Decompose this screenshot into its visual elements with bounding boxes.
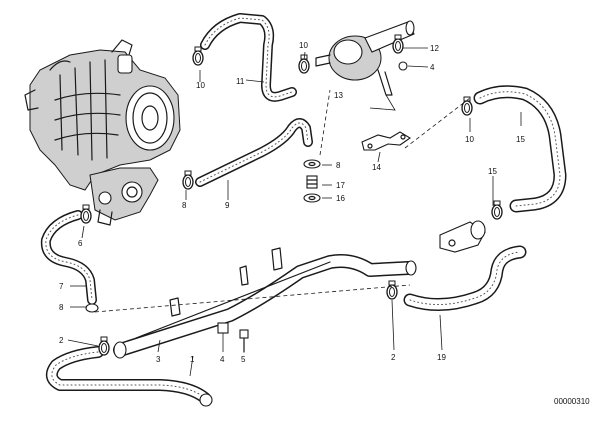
hose-9: [182, 118, 313, 190]
hose-7: [40, 204, 99, 313]
callout-13: 13: [334, 91, 343, 100]
reference-code: 00000310: [554, 397, 590, 406]
callout-17: 17: [336, 181, 345, 190]
callout-1: 1: [190, 355, 195, 364]
callout-8: 8: [182, 201, 187, 210]
callout-3: 3: [156, 355, 161, 364]
hose-clamp: [386, 280, 398, 300]
callout-labels: 10 11 10 13 12 4 10 15 14 8 17 16 8 9 15…: [59, 41, 525, 364]
pipe-3: [113, 247, 417, 359]
callout-8: 8: [336, 161, 341, 170]
hose-15-upper: [461, 85, 567, 220]
hose-clamp: [182, 170, 194, 190]
hose-11: [192, 13, 297, 102]
hose-clamp: [192, 46, 204, 66]
hose-clamp: [80, 204, 92, 224]
callout-19: 19: [437, 353, 446, 362]
callout-11: 11: [236, 77, 245, 86]
callout-16: 16: [336, 194, 345, 203]
callout-7: 7: [59, 282, 64, 291]
hose-clamp: [392, 34, 404, 54]
hose-clamp: [491, 200, 503, 220]
bracket-14: [361, 131, 412, 151]
callout-4: 4: [430, 63, 435, 72]
callout-5: 5: [241, 355, 246, 364]
dashed-guides: [94, 89, 471, 313]
callout-4: 4: [220, 355, 225, 364]
callout-14: 14: [372, 163, 381, 172]
fitting-right: [439, 220, 486, 253]
hose-clamp: [461, 96, 473, 116]
callout-leaders: [67, 47, 522, 377]
hose-1: [45, 336, 213, 407]
callout-2: 2: [59, 336, 64, 345]
callout-10: 10: [299, 41, 308, 50]
valve-13: [298, 20, 415, 111]
callout-10: 10: [465, 135, 474, 144]
callout-10: 10: [196, 81, 205, 90]
callout-12: 12: [430, 44, 439, 53]
callout-8: 8: [59, 303, 64, 312]
throttle-body-assembly: [24, 39, 181, 226]
bolts-4-5: [217, 322, 249, 353]
callout-6: 6: [78, 239, 83, 248]
fittings-8-17-16: [303, 159, 321, 203]
callout-15: 15: [516, 135, 525, 144]
callout-9: 9: [225, 201, 230, 210]
hose-clamp: [98, 336, 110, 356]
callout-2: 2: [391, 353, 396, 362]
callout-15: 15: [488, 167, 497, 176]
hose-19: [386, 245, 527, 312]
